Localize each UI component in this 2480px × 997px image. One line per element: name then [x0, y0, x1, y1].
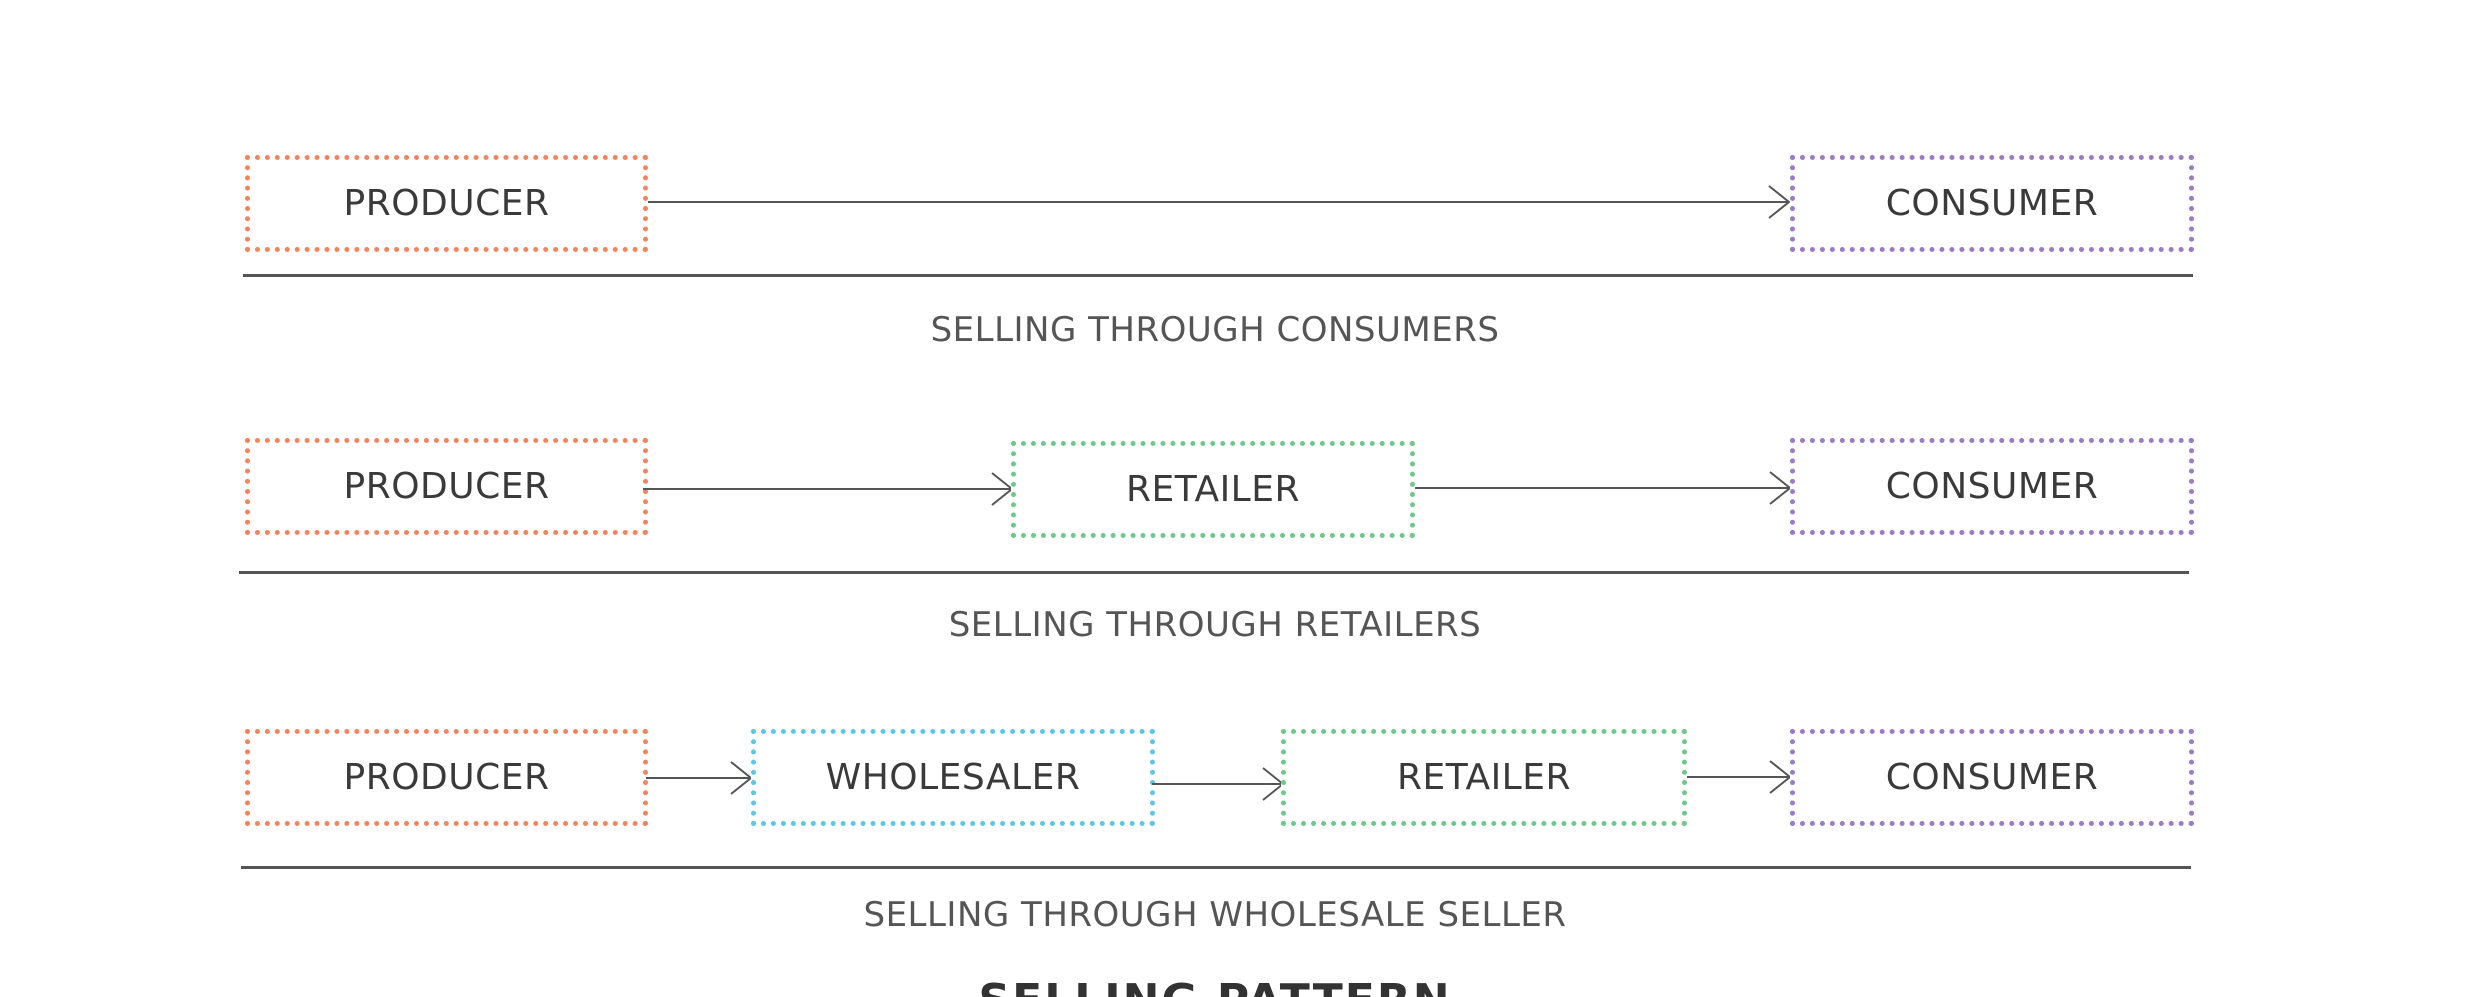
consumer-label: CONSUMER [1885, 466, 2099, 507]
retailer-box: RETAILER [1281, 729, 1687, 826]
producer-box: PRODUCER [245, 155, 648, 252]
caption-selling-through-wholesale-seller: SELLING THROUGH WHOLESALE SELLER [863, 895, 1567, 935]
producer-label: PRODUCER [343, 466, 550, 507]
caption-selling-through-consumers: SELLING THROUGH CONSUMERS [930, 310, 1500, 350]
producer-to-retailer-arrow [643, 472, 1014, 506]
wholesaler-box: WHOLESALER [751, 729, 1155, 826]
wholesaler-to-retailer-arrow [1152, 767, 1285, 801]
consumer-box: CONSUMER [1790, 438, 2194, 535]
consumer-label: CONSUMER [1885, 757, 2099, 798]
producer-label: PRODUCER [343, 757, 550, 798]
divider-line [241, 866, 2191, 869]
divider-line [239, 571, 2189, 574]
caption-selling-through-retailers: SELLING THROUGH RETAILERS [948, 605, 1482, 645]
divider-line [243, 274, 2193, 277]
retailer-label: RETAILER [1125, 469, 1300, 510]
consumer-label: CONSUMER [1885, 183, 2099, 224]
retailer-box: RETAILER [1011, 441, 1415, 538]
producer-to-consumer-arrow [648, 185, 1791, 219]
producer-label: PRODUCER [343, 183, 550, 224]
retailer-to-consumer-arrow [1687, 760, 1792, 794]
diagram-title: SELLING PATTERN [0, 975, 2430, 997]
retailer-label: RETAILER [1396, 757, 1571, 798]
retailer-to-consumer-arrow [1415, 471, 1792, 505]
producer-box: PRODUCER [245, 729, 648, 826]
wholesaler-label: WHOLESALER [825, 757, 1081, 798]
consumer-box: CONSUMER [1790, 729, 2194, 826]
producer-to-wholesaler-arrow [646, 761, 753, 795]
consumer-box: CONSUMER [1790, 155, 2194, 252]
producer-box: PRODUCER [245, 438, 648, 535]
